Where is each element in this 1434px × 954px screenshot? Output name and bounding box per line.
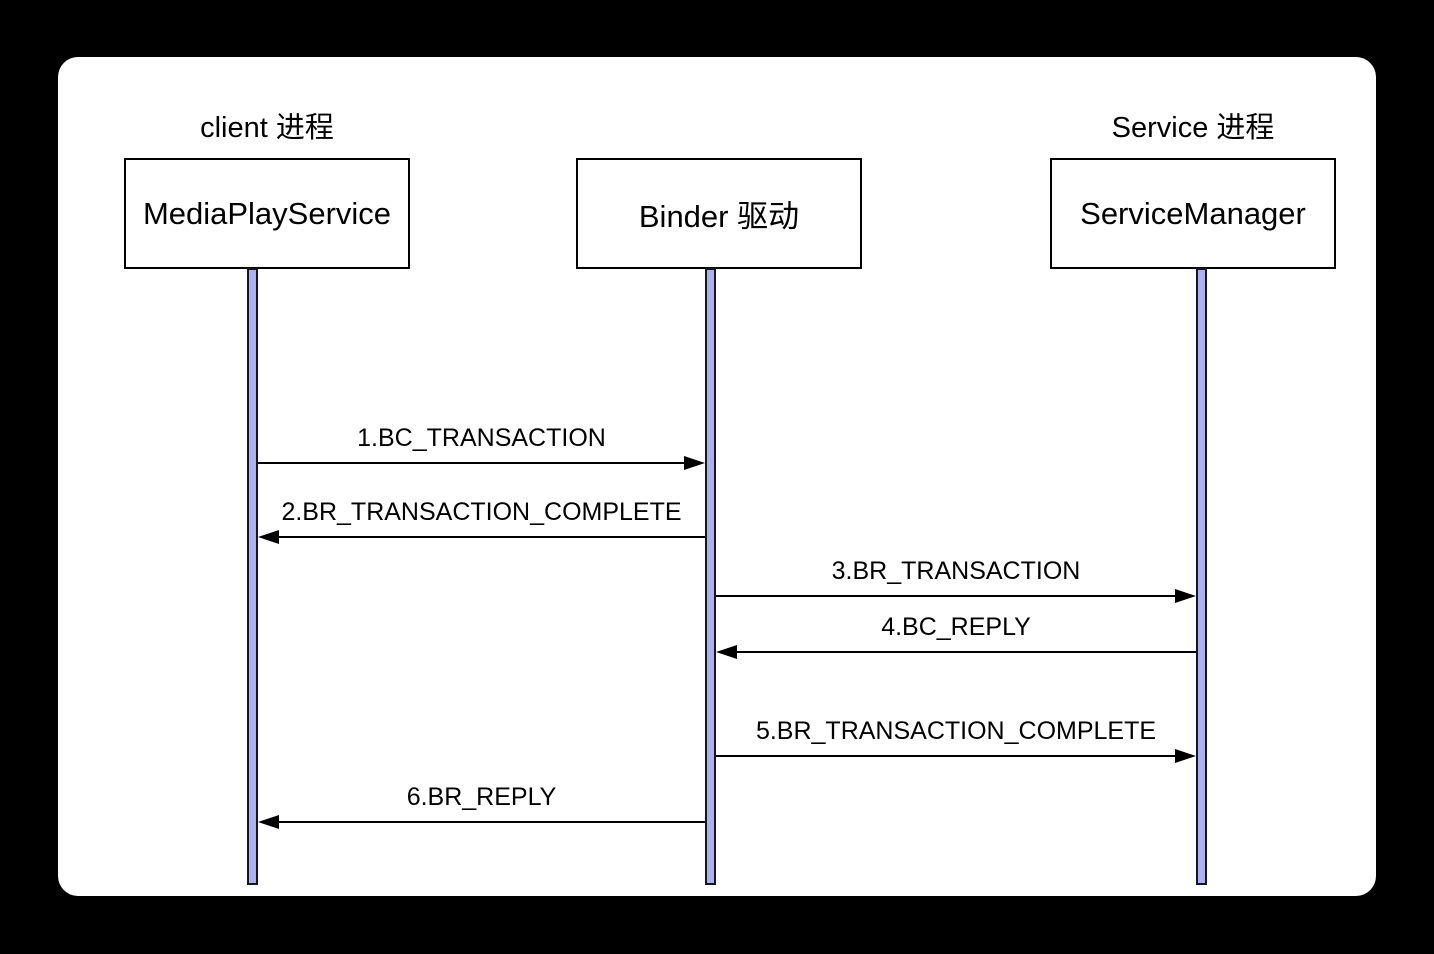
arrowhead-right-icon — [684, 456, 705, 470]
message-label-1: 1.BC_TRANSACTION — [357, 424, 606, 452]
message-label-3: 3.BR_TRANSACTION — [831, 557, 1081, 585]
message-label-4: 4.BC_REPLY — [881, 613, 1031, 641]
actor-box-mediaplayservice: MediaPlayService — [124, 158, 410, 269]
message-label-6: 6.BR_REPLY — [406, 783, 557, 811]
actor-box-binder-driver: Binder 驱动 — [576, 158, 862, 269]
message-line-6 — [278, 821, 705, 823]
actor-label-binder-driver: Binder 驱动 — [638, 199, 800, 234]
sequence-diagram-card: client 进程 Service 进程 MediaPlayService Bi… — [58, 57, 1376, 896]
actor-box-servicemanager: ServiceManager — [1050, 158, 1336, 269]
lifeline-servicemanager — [1196, 268, 1207, 885]
arrowhead-right-icon — [1175, 749, 1196, 763]
message-line-4 — [736, 651, 1196, 653]
arrowhead-left-icon — [258, 815, 279, 829]
message-line-5 — [716, 755, 1176, 757]
message-label-5: 5.BR_TRANSACTION_COMPLETE — [755, 717, 1157, 745]
message-line-2 — [278, 536, 705, 538]
actor-label-servicemanager: ServiceManager — [1080, 195, 1306, 231]
lifeline-mediaplayservice — [247, 268, 258, 885]
arrowhead-left-icon — [716, 645, 737, 659]
message-label-2: 2.BR_TRANSACTION_COMPLETE — [281, 498, 682, 526]
message-line-1 — [258, 462, 685, 464]
lifeline-binder-driver — [705, 268, 716, 885]
arrowhead-left-icon — [258, 530, 279, 544]
arrowhead-right-icon — [1175, 589, 1196, 603]
message-line-3 — [716, 595, 1176, 597]
process-title-service: Service 进程 — [1111, 112, 1275, 144]
process-title-client: client 进程 — [200, 112, 334, 144]
actor-label-mediaplayservice: MediaPlayService — [142, 195, 392, 231]
